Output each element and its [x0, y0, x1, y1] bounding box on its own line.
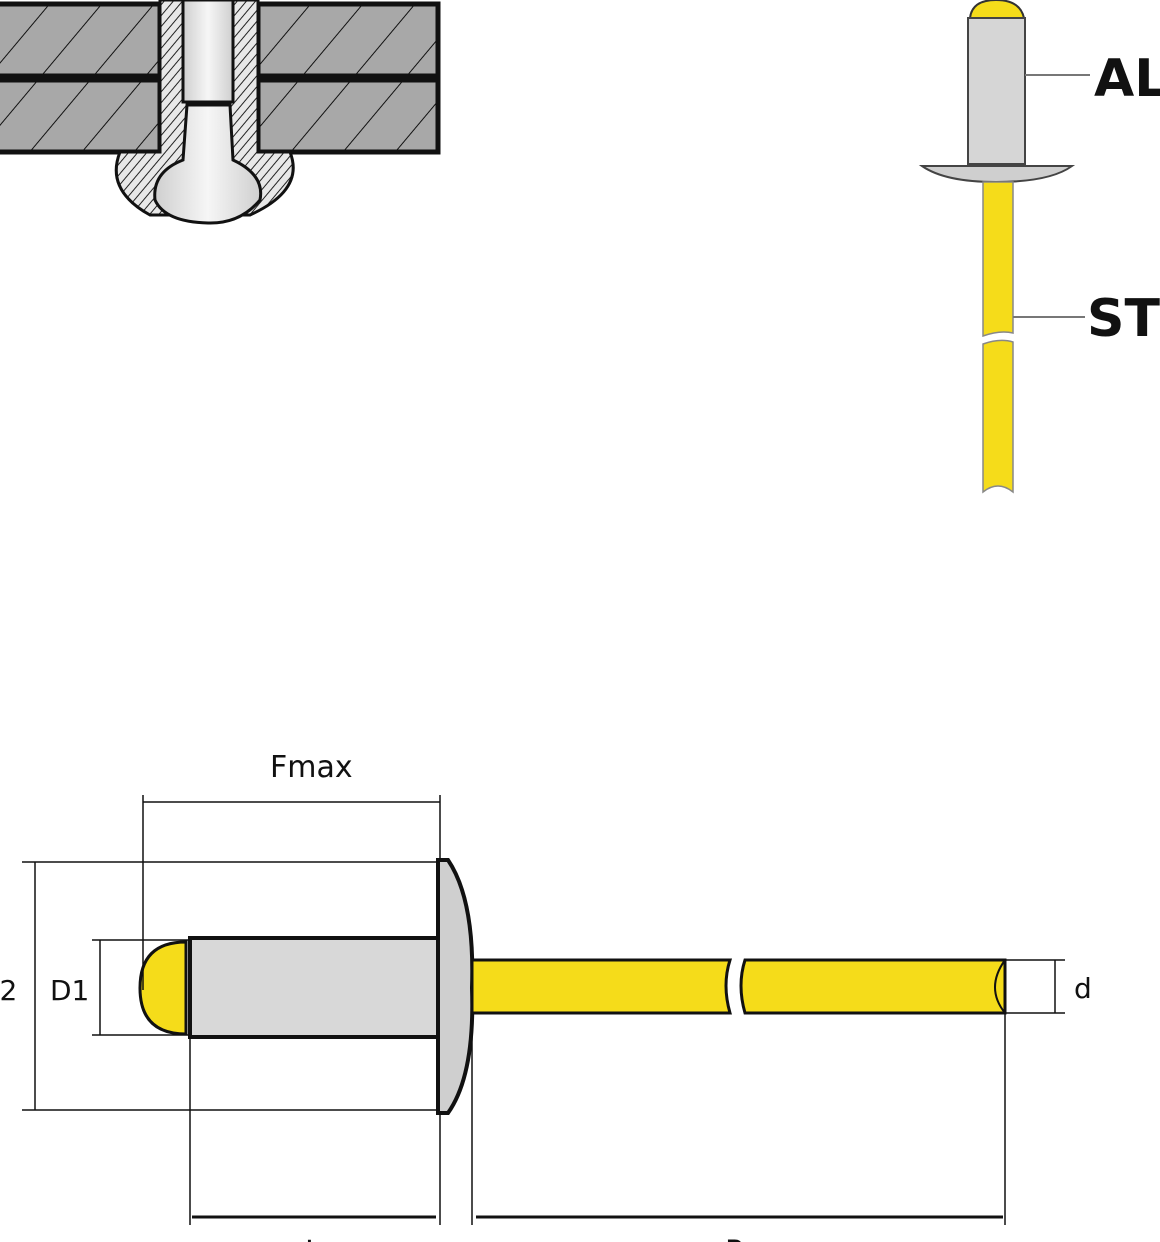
- installed-rivet-cross-section: [0, 0, 441, 225]
- body: [188, 936, 440, 1039]
- p-label: P: [725, 1235, 743, 1242]
- mandrel: [470, 958, 1007, 1015]
- mandrel-head-dome: [138, 940, 188, 1036]
- upper-plate-left: [0, 1, 163, 79]
- mandrel-stem: [181, 0, 235, 104]
- d-label: d: [1074, 972, 1092, 1005]
- dimension-labels: Fmax D2 D1 d L P: [0, 750, 1092, 1242]
- d2-label: D2: [0, 974, 17, 1007]
- upper-plate-right: [255, 1, 441, 79]
- lower-plate-right: [255, 77, 441, 155]
- al-label: AL: [1094, 49, 1160, 109]
- rivet-flange: [918, 165, 1076, 184]
- mandrel-top-head: [968, 0, 1026, 19]
- lower-plate-left: [0, 77, 163, 155]
- rivet-dimension-drawing: [22, 795, 1065, 1225]
- flange: [436, 858, 475, 1115]
- fmax-label: Fmax: [270, 750, 353, 785]
- mandrel-head: [153, 103, 263, 225]
- st-label: ST: [1087, 289, 1160, 349]
- rivet-body: [967, 17, 1026, 165]
- d1-label: D1: [50, 974, 89, 1007]
- rivet-material-view: AL ST: [918, 0, 1160, 494]
- l-label: L: [305, 1235, 322, 1242]
- mandrel-shank: [982, 181, 1014, 494]
